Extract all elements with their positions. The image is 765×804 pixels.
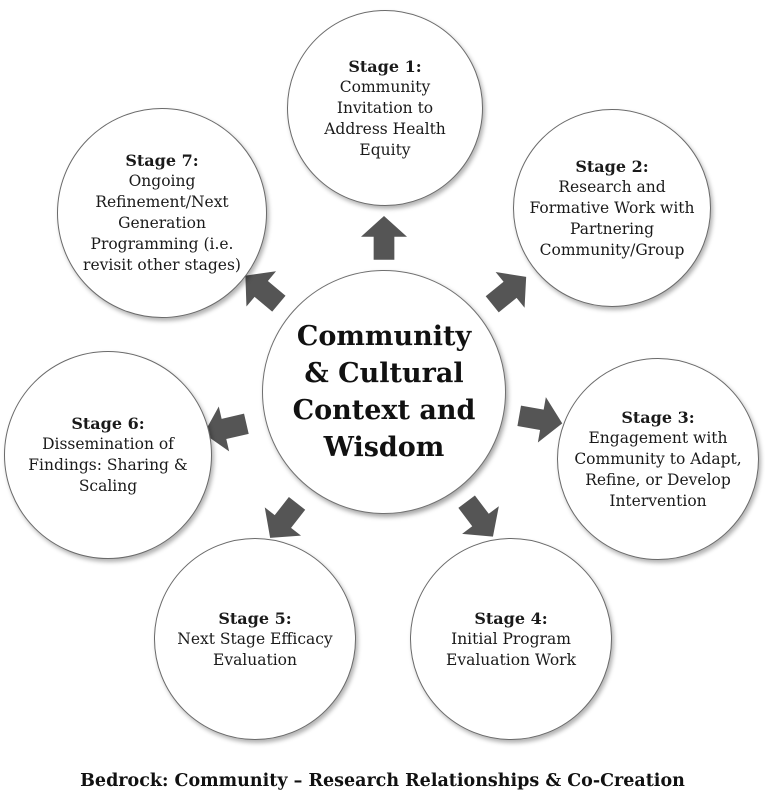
stage-7-body: Ongoing Refinement/Next Generation Progr…: [83, 172, 241, 274]
arrow-to-stage-4-icon: [458, 495, 499, 537]
stage-2-circle: Stage 2: Research and Formative Work wit…: [513, 109, 711, 307]
stage-5-title: Stage 5:: [218, 608, 292, 628]
center-text: Community & Cultural Context and Wisdom: [292, 321, 476, 463]
stage-5-circle: Stage 5: Next Stage Efficacy Evaluation: [154, 538, 356, 740]
stage-1-circle: Stage 1: Community Invitation to Address…: [287, 10, 483, 206]
stage-7-title: Stage 7:: [125, 151, 199, 170]
arrow-to-stage-6-icon: [203, 406, 249, 452]
center-circle: Community & Cultural Context and Wisdom: [262, 270, 506, 514]
stage-3-body: Engagement with Community to Adapt, Refi…: [574, 428, 742, 510]
stage-6-title: Stage 6:: [71, 414, 145, 433]
stage-2-body: Research and Formative Work with Partner…: [529, 177, 695, 259]
stage-2-title: Stage 2:: [575, 156, 649, 176]
stage-6-circle: Stage 6: Dissemination of Findings: Shar…: [4, 351, 212, 559]
arrow-to-stage-1-icon: [361, 216, 407, 260]
stage-6-body: Dissemination of Findings: Sharing & Sca…: [28, 435, 188, 495]
stage-1-body: Community Invitation to Address Health E…: [324, 77, 446, 159]
stage-1-title: Stage 1:: [348, 56, 422, 76]
stage-3-title: Stage 3:: [621, 407, 695, 427]
bedrock-caption: Bedrock: Community – Research Relationsh…: [80, 771, 685, 791]
stage-3-circle: Stage 3: Engagement with Community to Ad…: [557, 358, 759, 560]
arrow-to-stage-7-icon: [245, 271, 286, 312]
stage-4-circle: Stage 4: Initial Program Evaluation Work: [410, 538, 612, 740]
arrow-to-stage-5-icon: [264, 497, 306, 538]
stage-4-body: Initial Program Evaluation Work: [446, 629, 576, 669]
stage-4-title: Stage 4:: [474, 608, 548, 628]
stage-7-circle: Stage 7: Ongoing Refinement/Next Generat…: [57, 108, 267, 318]
arrow-to-stage-2-icon: [485, 271, 527, 313]
arrow-to-stage-3-icon: [517, 397, 563, 443]
stage-5-body: Next Stage Efficacy Evaluation: [177, 629, 333, 669]
